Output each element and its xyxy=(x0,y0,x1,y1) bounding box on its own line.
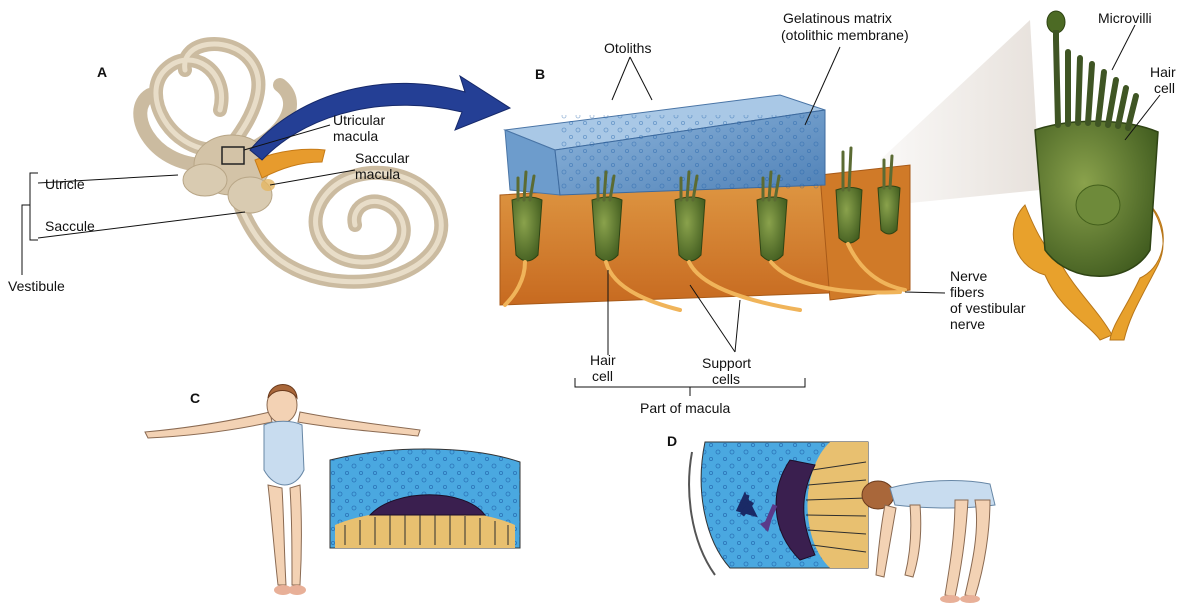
label-nerve-line1: Nerve xyxy=(950,268,987,284)
label-utricular-macula-line2: macula xyxy=(333,128,378,144)
macula-upright-detail xyxy=(330,449,520,548)
label-hair-cell-zoom-line2: cell xyxy=(1154,80,1175,96)
label-part-of-macula: Part of macula xyxy=(640,400,730,416)
panel-letter-b: B xyxy=(535,66,545,82)
label-gelatinous-line2: (otolithic membrane) xyxy=(781,27,909,43)
label-support-line1: Support xyxy=(702,355,751,371)
label-utricular-macula-line1: Utricular xyxy=(333,112,385,128)
bending-dancer xyxy=(862,481,995,603)
label-support-line2: cells xyxy=(712,371,740,387)
label-saccular-macula-line2: macula xyxy=(355,166,400,182)
panel-letter-c: C xyxy=(190,390,200,406)
label-hair-cell-line1: Hair xyxy=(590,352,616,368)
label-utricle: Utricle xyxy=(45,176,85,192)
label-saccule: Saccule xyxy=(45,218,95,234)
label-otoliths: Otoliths xyxy=(604,40,651,56)
panel-letter-d: D xyxy=(667,433,677,449)
label-hair-cell-zoom-line1: Hair xyxy=(1150,64,1176,80)
label-microvilli: Microvilli xyxy=(1098,10,1152,26)
label-nerve-line4: nerve xyxy=(950,316,985,332)
macula-tilted-detail xyxy=(689,442,868,575)
label-nerve-line3: of vestibular xyxy=(950,300,1025,316)
label-vestibule: Vestibule xyxy=(8,278,65,294)
label-saccular-macula-line1: Saccular xyxy=(355,150,409,166)
label-hair-cell-line2: cell xyxy=(592,368,613,384)
label-gelatinous-line1: Gelatinous matrix xyxy=(783,10,892,26)
panel-letter-a: A xyxy=(97,64,107,80)
label-nerve-line2: fibers xyxy=(950,284,984,300)
macula-block xyxy=(500,20,1040,310)
